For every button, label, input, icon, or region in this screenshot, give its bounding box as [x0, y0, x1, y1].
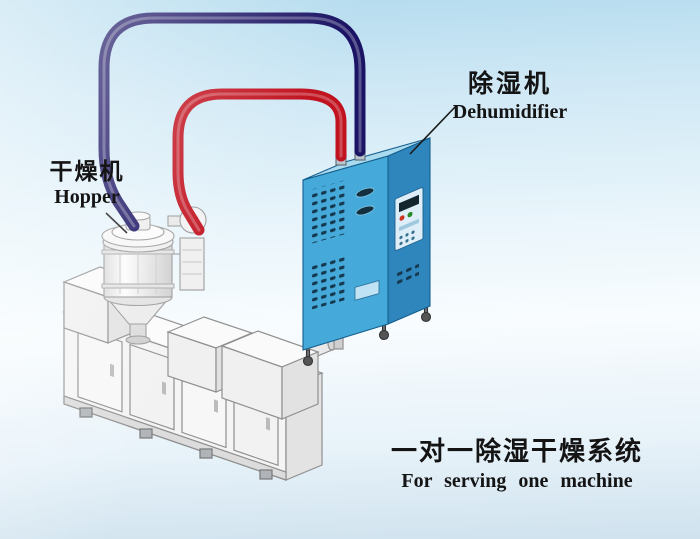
extruder-foot	[79, 407, 93, 418]
extruder-foot	[259, 469, 273, 480]
pipe-supply-red	[172, 88, 347, 236]
pipe-return-navy	[98, 12, 366, 232]
extruder-plinth	[63, 395, 287, 481]
hopper-label-en: Hopper	[54, 186, 120, 209]
blower-stand	[179, 237, 205, 291]
extruder-foot	[139, 428, 153, 439]
caption-cn: 一对一除湿干燥系统	[390, 437, 643, 466]
hopper-dryer	[101, 206, 207, 345]
nameplate-sticker	[354, 280, 380, 301]
hopper-pointer-line	[105, 212, 128, 234]
cabinet-control-panel	[394, 187, 424, 289]
extruder-foot	[199, 448, 213, 459]
cabinet-top-face	[302, 137, 431, 181]
hopper-label: 干燥机 Hopper	[44, 159, 130, 209]
dehumidifier-label-en: Dehumidifier	[452, 101, 568, 124]
pipe-supply-red-sheen	[176, 92, 343, 232]
panel-indicator-red	[399, 215, 405, 221]
vent-grid-upper	[310, 179, 348, 245]
dehumidifier-label: 除湿机 Dehumidifier	[440, 71, 580, 124]
cabinet-front-details	[310, 179, 380, 311]
caster-wheels	[302, 305, 432, 367]
hopper-clamp-band	[101, 283, 175, 289]
hopper-label-cn: 干燥机	[49, 159, 125, 184]
panel-indicator-green	[407, 211, 413, 218]
vent-grid-lower	[310, 253, 348, 311]
oval-vent	[355, 205, 375, 216]
dehumidifier-cabinet	[302, 137, 432, 367]
dehumidifier-pointer-line	[409, 105, 457, 155]
pipes	[98, 12, 366, 236]
caption: 一对一除湿干燥系统 For serving one machine	[382, 438, 652, 492]
pipe-return-navy-sheen	[102, 16, 362, 228]
hopper-throat-base	[125, 335, 151, 345]
caption-en: For serving one machine	[401, 470, 633, 493]
dehumidifier-label-cn: 除湿机	[467, 71, 552, 98]
panel-display	[399, 194, 419, 213]
side-vent	[397, 262, 419, 289]
oval-vent	[355, 187, 375, 198]
